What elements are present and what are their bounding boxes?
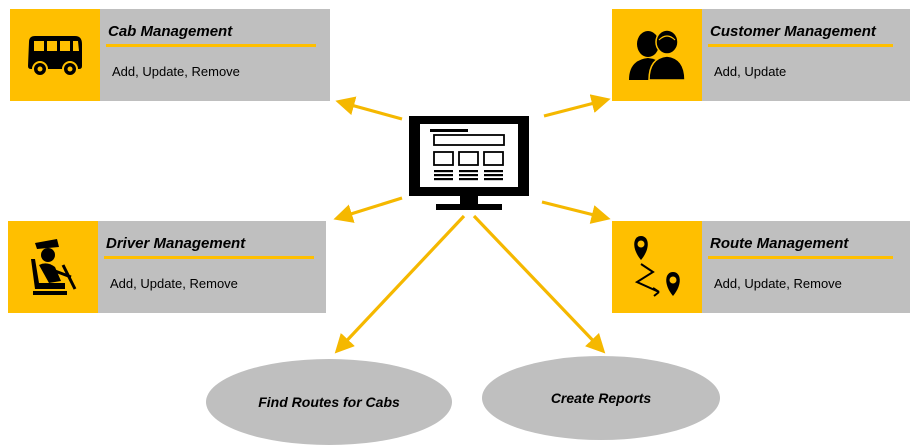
arrow-to-driver [333,196,403,223]
customer-management-box: Customer Management Add, Update [612,9,910,101]
cab-icon-box [10,9,100,101]
cab-management-box: Cab Management Add, Update, Remove [10,9,330,101]
arrow-to-cab [335,96,403,121]
cab-management-desc: Add, Update, Remove [112,64,240,79]
driver-panel: Driver Management Add, Update, Remove [98,221,326,313]
people-icon [629,29,686,81]
computer-monitor-icon [409,116,529,210]
customer-panel: Customer Management Add, Update [702,9,910,101]
route-management-box: Route Management Add, Update, Remove [612,221,910,313]
route-icon [634,236,680,297]
route-panel: Route Management Add, Update, Remove [702,221,910,313]
bus-icon [28,36,82,77]
find-routes-node: Find Routes for Cabs [206,359,452,445]
arrow-to-create-reports [472,214,606,354]
driver-icon [31,239,77,295]
route-icon-box [612,221,702,313]
create-reports-label: Create Reports [550,390,652,406]
driver-management-title: Driver Management [106,235,246,252]
driver-management-box: Driver Management Add, Update, Remove [8,221,326,313]
driver-title-underline [104,256,314,259]
cab-management-title: Cab Management [108,23,233,40]
driver-management-desc: Add, Update, Remove [110,276,238,291]
arrow-to-customer [543,94,611,118]
create-reports-node: Create Reports [482,356,720,440]
customer-management-title: Customer Management [710,23,876,40]
route-management-desc: Add, Update, Remove [714,276,842,291]
driver-icon-box [8,221,98,313]
route-management-title: Route Management [710,235,849,252]
customer-management-desc: Add, Update [714,64,787,79]
route-title-underline [708,256,893,259]
customer-icon-box [612,9,702,101]
find-routes-label: Find Routes for Cabs [258,394,400,410]
cab-title-underline [106,44,316,47]
cab-panel: Cab Management Add, Update, Remove [100,9,330,101]
customer-title-underline [708,44,893,47]
arrow-to-find-routes [334,214,466,354]
arrow-to-route [541,200,611,224]
